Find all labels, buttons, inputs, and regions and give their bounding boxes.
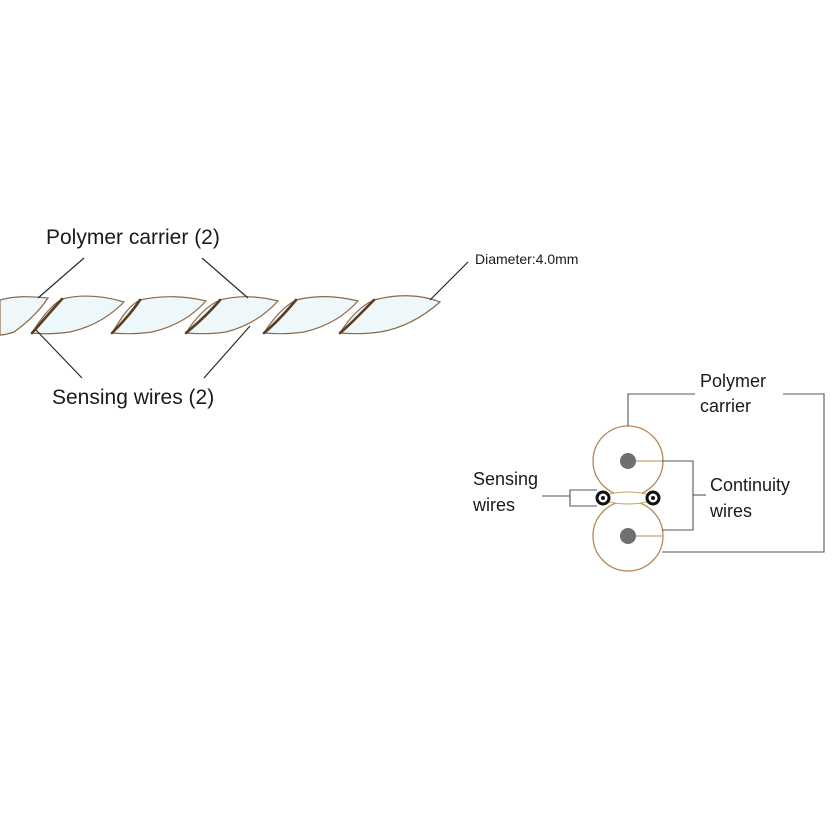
diameter-leader (429, 261, 469, 301)
cs-continuity-label-line1: Continuity (710, 475, 790, 495)
cs-polymer-label-line1: Polymer (700, 371, 766, 391)
cable-strand-segment (262, 296, 360, 335)
polymer-carrier-bracket (627, 393, 825, 553)
cs-sensing-label-line1: Sensing (473, 469, 538, 489)
polymer-carrier-leaders (37, 257, 249, 299)
lower-continuity-core (620, 528, 636, 544)
sensing-wires-label: Sensing wires (2) (52, 386, 214, 409)
polymer-carrier-label: Polymer carrier (2) (46, 226, 220, 249)
cable-strand-segment (184, 296, 280, 335)
cs-sensing-label-line2: wires (472, 495, 515, 515)
sensing-wires-leaders (35, 325, 251, 379)
sensing-wires-bracket (542, 489, 597, 507)
continuity-wires-bracket (662, 460, 706, 531)
cable-strand-segment (338, 295, 442, 335)
twisted-cable (0, 295, 442, 336)
upper-continuity-core (620, 453, 636, 469)
cs-polymer-label-line2: carrier (700, 396, 751, 416)
cable-cross-section (592, 425, 664, 572)
sensing-wire-wraps (30, 297, 376, 335)
cable-strand-segment (0, 296, 50, 336)
diameter-label: Diameter:4.0mm (475, 251, 578, 267)
cs-continuity-label-line2: wires (709, 501, 752, 521)
